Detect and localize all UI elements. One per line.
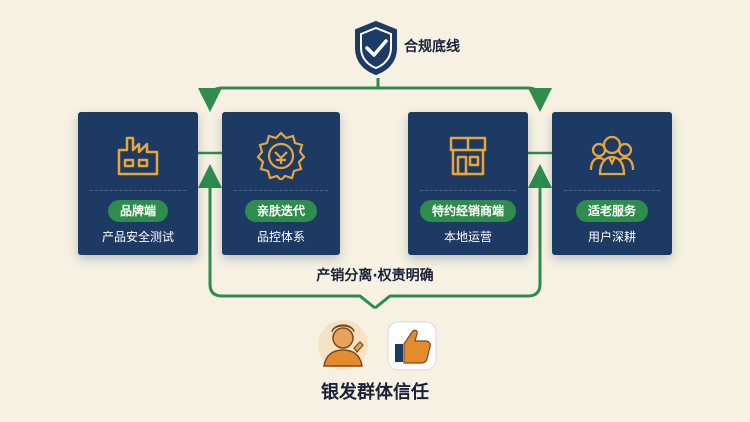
card-dealer: 特约经销商端 本地运营 [408, 112, 528, 255]
top-connector-arrow [198, 78, 380, 112]
card-skin-iteration: 亲肤迭代 品控体系 [222, 112, 340, 255]
card-divider [90, 190, 186, 191]
bottom-label: 银发群体信任 [321, 382, 429, 403]
card-elderly-service: 适老服务 用户深耕 [552, 112, 672, 255]
card-subtitle: 产品安全测试 [101, 230, 174, 244]
card-title: 品牌端 [107, 200, 169, 222]
quality-seal-icon [256, 131, 306, 180]
card-subtitle: 用户深耕 [587, 230, 636, 244]
card-subtitle: 本地运营 [443, 230, 492, 244]
card-title: 亲肤迭代 [244, 200, 318, 222]
elderly-person-icon [318, 320, 368, 370]
card-divider [564, 190, 660, 191]
top-node [352, 20, 400, 76]
card-brand: 品牌端 产品安全测试 [78, 112, 198, 255]
thumbs-up-icon [387, 321, 437, 371]
shield-check-icon [355, 20, 397, 76]
factory-icon [117, 136, 159, 176]
top-connector-arrow [378, 86, 552, 112]
middle-label: 产销分离·权责明确 [316, 268, 434, 284]
card-divider [420, 190, 516, 191]
card-subtitle: 品控体系 [256, 230, 305, 244]
user-group-icon [589, 135, 635, 176]
bottom-connector-arrow [374, 164, 552, 310]
card-divider [234, 190, 328, 191]
card-title: 适老服务 [575, 200, 649, 222]
card-title: 特约经销商端 [419, 200, 517, 222]
storefront-icon [449, 136, 487, 176]
top-label: 合规底线 [404, 39, 460, 55]
bottom-connector-arrow [198, 164, 376, 310]
